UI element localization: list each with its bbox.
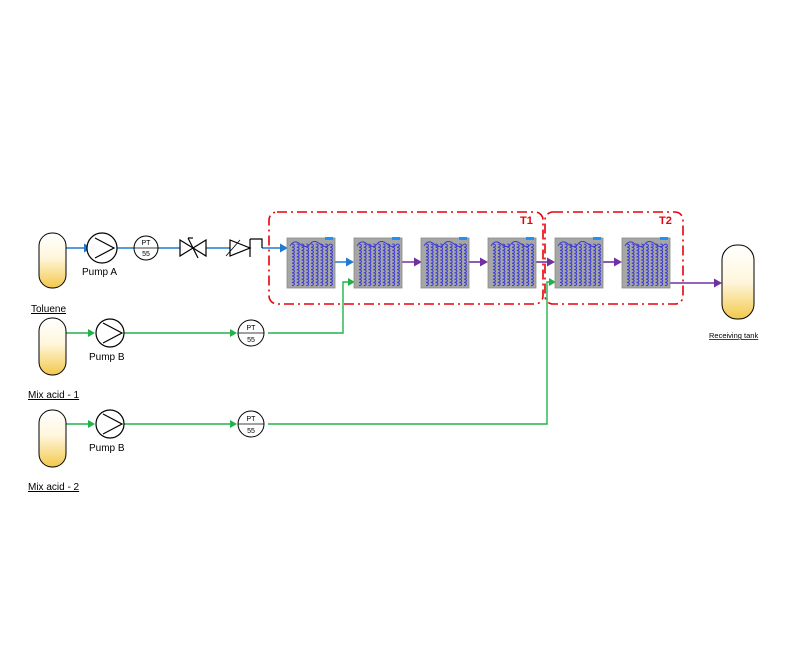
pt-2-value: 55 bbox=[247, 337, 255, 344]
reactor-module-5 bbox=[554, 237, 604, 289]
product-arrow-5 bbox=[714, 278, 722, 288]
pressure-transmitter-1: PT 55 bbox=[133, 235, 159, 261]
pump-a-label: Pump A bbox=[82, 267, 117, 278]
pt-1-value: 55 bbox=[142, 251, 150, 258]
pump-a: Pump A bbox=[82, 232, 118, 278]
pt-3-label: PT bbox=[247, 416, 257, 423]
product-arrow-4 bbox=[614, 257, 622, 267]
mix-acid-1-line bbox=[66, 281, 349, 334]
pressure-transmitter-3: PT 55 bbox=[237, 410, 265, 438]
toluene-tank-icon bbox=[38, 232, 67, 289]
pt-1-label: PT bbox=[142, 240, 152, 247]
acid2-arrow-1 bbox=[88, 420, 95, 428]
acid1-arrow-3 bbox=[348, 278, 355, 286]
receiving-tank: Receiving tank bbox=[709, 244, 758, 340]
toluene-arrow-3 bbox=[346, 257, 354, 267]
reactor-module-4 bbox=[487, 237, 537, 289]
toluene-arrow-2 bbox=[280, 243, 288, 253]
mix-acid-1-tank: Mix acid - 1 bbox=[28, 317, 80, 401]
mix-acid-1-label: Mix acid - 1 bbox=[28, 390, 80, 401]
check-valve-icon bbox=[225, 238, 263, 257]
mix-acid-1-tank-icon bbox=[38, 317, 67, 376]
acid2-arrow-3 bbox=[549, 278, 556, 286]
pump-b-1: Pump B bbox=[89, 318, 125, 363]
receiving-tank-label: Receiving tank bbox=[709, 331, 758, 340]
zone-t2-label: T2 bbox=[659, 215, 672, 227]
receiving-tank-icon bbox=[721, 244, 755, 320]
reactor-array bbox=[286, 237, 671, 289]
pressure-transmitter-2: PT 55 bbox=[237, 319, 265, 347]
reactor-module-6 bbox=[621, 237, 671, 289]
zone-t1: T1 bbox=[268, 211, 544, 305]
acid1-arrow-1 bbox=[88, 329, 95, 337]
toluene-tank: Toluene bbox=[31, 232, 67, 315]
pump-b-2-icon bbox=[95, 409, 125, 439]
mix-acid-2-tank-icon bbox=[38, 409, 67, 468]
gate-valve-icon bbox=[179, 237, 207, 259]
pt-2-label: PT bbox=[247, 325, 257, 332]
pt-3-value: 55 bbox=[247, 428, 255, 435]
zone-t1-label: T1 bbox=[520, 215, 533, 227]
reactor-module-2 bbox=[353, 237, 403, 289]
pump-a-icon bbox=[86, 232, 118, 264]
reactor-module-3 bbox=[420, 237, 470, 289]
pump-b-2-label: Pump B bbox=[89, 443, 125, 454]
mix-acid-2-tank: Mix acid - 2 bbox=[28, 409, 80, 493]
acid1-arrow-2 bbox=[230, 329, 237, 337]
pump-b-1-label: Pump B bbox=[89, 352, 125, 363]
reactor-module-1 bbox=[286, 237, 336, 289]
zone-t2: T2 bbox=[544, 211, 684, 305]
pump-b-1-icon bbox=[95, 318, 125, 348]
zone-t2-border bbox=[544, 211, 684, 305]
acid2-arrow-2 bbox=[230, 420, 237, 428]
product-arrow-3 bbox=[547, 257, 555, 267]
pump-b-2: Pump B bbox=[89, 409, 125, 454]
zone-t1-border bbox=[268, 211, 544, 305]
product-arrow-2 bbox=[480, 257, 488, 267]
mix-acid-2-label: Mix acid - 2 bbox=[28, 482, 80, 493]
toluene-label: Toluene bbox=[31, 304, 66, 315]
product-arrow-1 bbox=[414, 257, 422, 267]
